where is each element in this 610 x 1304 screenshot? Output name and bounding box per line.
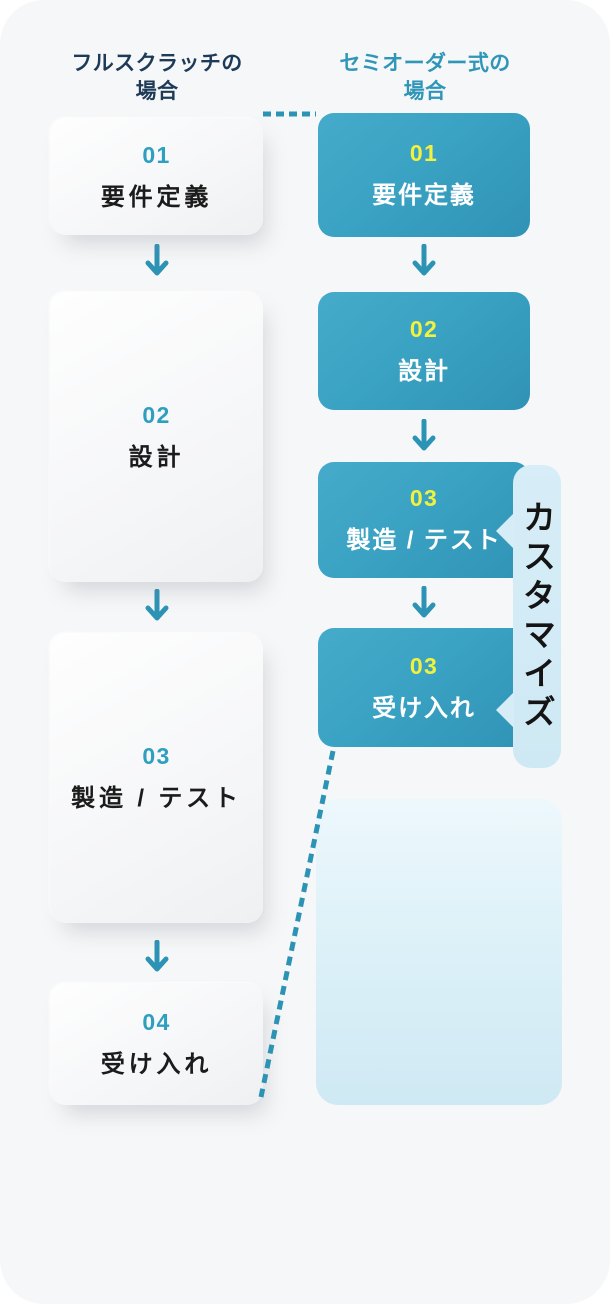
step-label: 受け入れ [100,1051,213,1078]
semiorder-step2-card: 02 設計 [318,292,530,410]
down-arrow-icon [412,586,436,618]
empty-placeholder-card [316,799,562,1105]
step-number: 04 [142,1009,171,1035]
customize-ribbon: カスタマイズ [513,465,561,768]
semiorder-step4-card: 03 受け入れ [318,628,530,747]
step-number: 02 [409,316,439,342]
step-number: 02 [142,402,171,428]
step-number: 03 [409,652,439,679]
fullscratch-step1-card: 01 要件定義 [50,118,263,235]
step-label: 要件定義 [100,183,213,211]
down-arrow-icon [412,244,436,276]
fullscratch-step2-card: 02 設計 [50,292,263,582]
step-label: 製造 / テスト [71,785,242,812]
fullscratch-step3-card: 03 製造 / テスト [50,633,263,923]
semiorder-step3-card: 03 製造 / テスト [318,462,530,578]
step-number: 01 [142,141,171,168]
step-number: 01 [409,140,439,166]
customize-label: カスタマイズ [518,499,556,734]
down-arrow-icon [412,419,436,451]
down-arrow-icon [145,940,169,972]
down-arrow-icon [145,589,169,621]
step-number: 03 [409,485,439,511]
step-label: 要件定義 [372,182,476,209]
fullscratch-column-heading: フルスクラッチの 場合 [71,52,243,104]
step-label: 製造 / テスト [346,527,502,554]
step-label: 設計 [398,358,450,385]
fullscratch-step4-card: 04 受け入れ [50,983,263,1105]
down-arrow-icon [145,244,169,276]
step-label: 受け入れ [372,694,476,722]
step-label: 設計 [128,444,185,471]
semiorder-column-heading: セミオーダー式の 場合 [339,52,511,104]
semiorder-step1-card: 01 要件定義 [318,113,530,237]
step-number: 03 [142,743,171,769]
